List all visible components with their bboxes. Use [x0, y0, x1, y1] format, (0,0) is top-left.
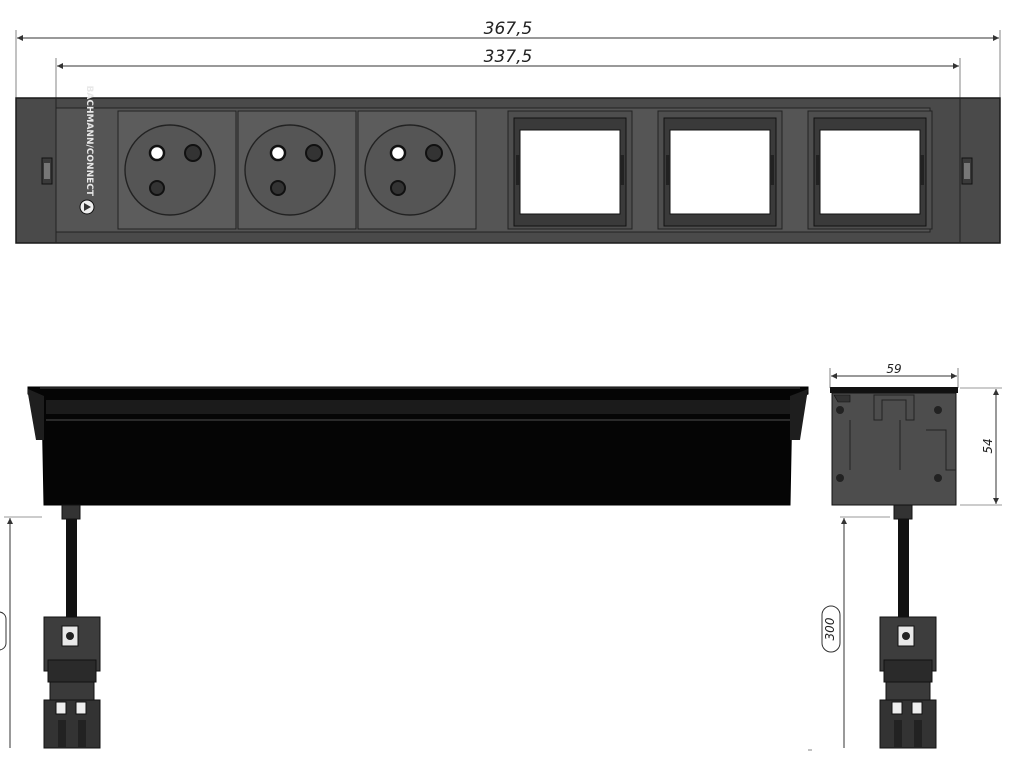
dimension-cable-length-left — [0, 516, 42, 748]
dimension-side-height: 54 — [960, 387, 1002, 506]
dimension-side-depth: 59 — [829, 362, 959, 388]
french-socket-icon — [244, 124, 336, 216]
french-socket-icon — [364, 124, 456, 216]
socket-3 — [357, 110, 477, 230]
left-clip-icon — [41, 157, 53, 185]
french-socket-icon — [124, 124, 216, 216]
front-view: BACHMANN/CONNECT — [15, 86, 1001, 244]
socket-1 — [117, 110, 237, 230]
brand-label: BACHMANN/CONNECT — [84, 86, 94, 197]
right-cable — [893, 504, 913, 619]
dimension-inner-width: 337,5 — [55, 47, 961, 100]
dimension-overall-width: 367,5 — [15, 19, 1001, 100]
left-cable — [61, 504, 81, 619]
side-height-label: 54 — [981, 438, 995, 453]
module-1 — [507, 110, 633, 230]
side-depth-label: 59 — [886, 362, 901, 376]
profile-view — [27, 386, 809, 506]
module-3 — [807, 110, 933, 230]
cable-length-label: 300 — [823, 617, 837, 640]
gst18-connector-icon — [879, 616, 937, 749]
overall-width-label: 367,5 — [484, 19, 533, 39]
socket-2 — [237, 110, 357, 230]
gst18-connector-icon — [43, 616, 101, 749]
right-clip-icon — [961, 157, 973, 185]
end-view — [830, 387, 958, 506]
inner-width-label: 337,5 — [484, 47, 533, 67]
brand-logo-icon: BACHMANN/CONNECT — [79, 86, 95, 215]
module-2 — [657, 110, 783, 230]
dimension-cable-length-right: 300 — [808, 516, 890, 751]
